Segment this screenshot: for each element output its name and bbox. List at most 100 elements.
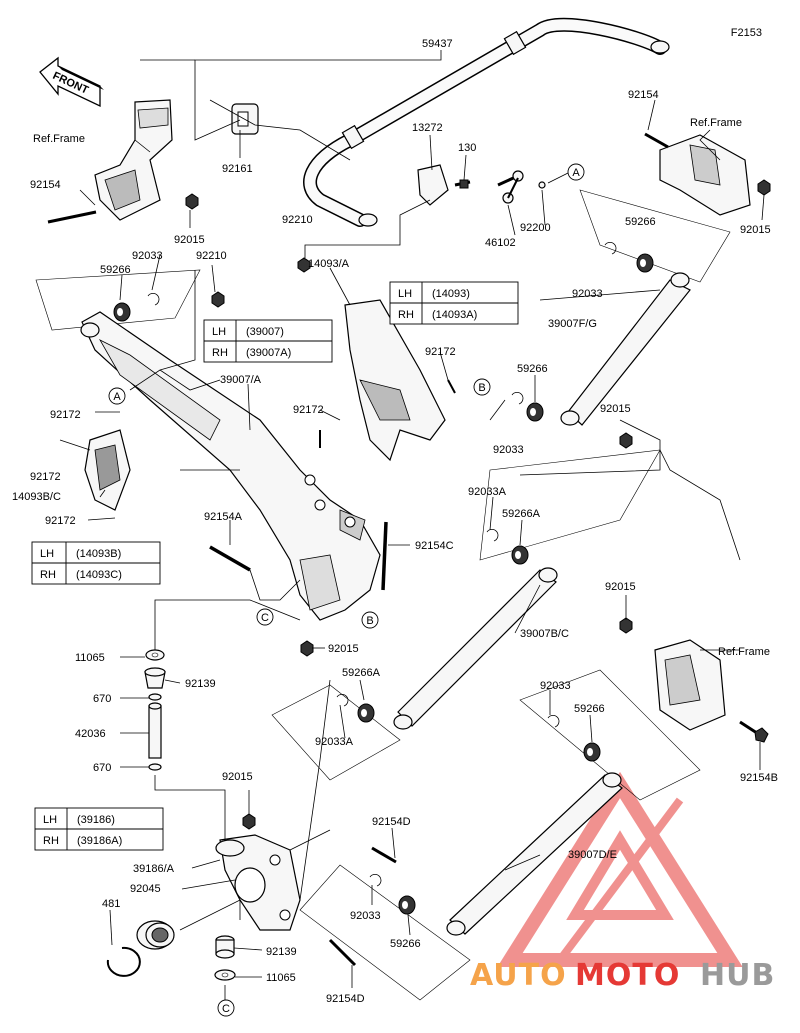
frame-bracket-right-lower	[654, 639, 726, 731]
circlip-481	[106, 946, 141, 977]
label-92210-left: 92210	[196, 250, 227, 262]
marker-b-right: B	[361, 611, 379, 629]
label-92033a-top: 92033A	[468, 486, 507, 498]
bolt-92154-top	[644, 132, 669, 149]
t39007-r1-c0: RH	[212, 347, 228, 359]
label-92154-top: 92154	[628, 89, 659, 101]
label-92172-mid1: 92172	[425, 346, 456, 358]
marker-a-top: A	[567, 163, 585, 181]
label-92154d-bot: 92154D	[326, 993, 365, 1005]
nut-92210-upper	[297, 257, 311, 273]
bushing-59266a-top	[511, 545, 529, 565]
label-92172-mid2: 92172	[293, 404, 324, 416]
label-92172-c: 92172	[45, 515, 76, 527]
label-14093bc: 14093B/C	[12, 491, 61, 503]
bolt-130	[454, 179, 471, 189]
label-39007a: 39007/A	[220, 374, 262, 386]
label-13272: 13272	[412, 122, 443, 134]
trailing-arm-39007	[80, 311, 381, 621]
label-92033-k: 92033	[350, 910, 381, 922]
label-92154b: 92154B	[740, 772, 778, 784]
t39007-r1-c1: (39007A)	[246, 347, 291, 359]
callout-plane-rb	[519, 669, 701, 801]
marker-b-mid: B	[473, 378, 491, 396]
table-39186: LH (39186) RH (39186A)	[34, 807, 164, 851]
label-92033a-bot: 92033A	[315, 736, 354, 748]
washer-11065-bot	[214, 969, 236, 981]
table-14093: LH (14093) RH (14093A)	[389, 281, 519, 325]
arm-39007fg	[560, 272, 691, 426]
label-59266-tr: 59266	[625, 216, 656, 228]
bolt-92154-left	[47, 210, 97, 224]
circlip-92033-tr	[604, 241, 617, 255]
t14093bc-r1-c0: RH	[40, 569, 56, 581]
nut-92015-c	[300, 640, 314, 657]
label-39007de: 39007D/E	[568, 849, 617, 861]
marker-b-right-text: B	[366, 615, 373, 627]
label-92045: 92045	[130, 883, 161, 895]
label-refframe-right: Ref.Frame	[718, 646, 770, 658]
bolt-92154a	[209, 545, 251, 572]
nut-92210-left	[211, 291, 225, 308]
label-92154d-top: 92154D	[372, 816, 411, 828]
label-92172-a: 92172	[50, 409, 81, 421]
bolt-92154d-bot	[328, 938, 357, 967]
t39186-r0-c1: (39186)	[77, 814, 115, 826]
t39007-r0-c1: (39007)	[246, 326, 284, 338]
t39186-r0-c0: LH	[43, 814, 57, 826]
label-92015-c: 92015	[328, 643, 359, 655]
label-92015-left: 92015	[174, 234, 205, 246]
label-92154-left: 92154	[30, 179, 61, 191]
watermark-text: AUTO MOTO HUB	[470, 958, 774, 993]
t14093-r0-c0: LH	[398, 288, 412, 300]
bracket-13272	[417, 164, 449, 206]
marker-c-bot-text: C	[222, 1003, 230, 1015]
nut-92015-k	[242, 813, 256, 830]
skid-plate-14093	[344, 299, 446, 462]
label-46102: 46102	[485, 237, 516, 249]
label-92200: 92200	[520, 222, 551, 234]
t39186-r1-c0: RH	[43, 835, 59, 847]
t14093bc-r0-c0: LH	[40, 548, 54, 560]
t39186-r1-c1: (39186A)	[77, 835, 122, 847]
t14093-r1-c1: (14093A)	[432, 309, 477, 321]
callout-plane-mid	[479, 449, 661, 561]
bushing-59266-left	[113, 302, 131, 322]
label-refframe-top: Ref.Frame	[690, 117, 742, 129]
circlip-92033-k	[369, 873, 382, 887]
marker-b-mid-text: B	[478, 382, 485, 394]
label-59266-k: 59266	[390, 938, 421, 950]
knuckle-39186	[215, 834, 301, 931]
marker-a-left: A	[108, 387, 126, 405]
label-92154c: 92154C	[415, 540, 454, 552]
label-92033-rb: 92033	[540, 680, 571, 692]
bushing-59266-b	[526, 402, 544, 422]
guard-14093bc	[84, 429, 131, 511]
label-11065-top: 11065	[75, 652, 105, 664]
circlip-92033-left	[147, 292, 160, 306]
arm-39007de	[446, 772, 623, 936]
label-92210-mid: 92210	[282, 214, 313, 226]
t39007-r0-c0: LH	[212, 326, 226, 338]
nut-92015-r	[619, 617, 633, 634]
label-92154a: 92154A	[204, 511, 243, 523]
label-92172-b: 92172	[30, 471, 61, 483]
stabilizer-bar	[303, 17, 670, 227]
circlip-92033-rb	[547, 714, 560, 728]
figure-code: F2153	[731, 27, 762, 39]
bolt-92172-mid1	[447, 379, 456, 394]
frame-bracket-right	[659, 134, 751, 216]
label-92015-k: 92015	[222, 771, 253, 783]
callout-labels: 59437 13272 130 92154 Ref.Frame Ref.Fram…	[12, 38, 778, 1005]
table-39007: LH (39007) RH (39007A)	[203, 319, 333, 363]
bolt-92154d-top	[371, 846, 397, 864]
bushing-59266a-bot	[357, 703, 375, 723]
bolt-head-92154b	[754, 727, 769, 743]
marker-a-top-text: A	[572, 167, 580, 179]
marker-c-top: C	[256, 608, 274, 626]
label-92015-tr: 92015	[740, 224, 771, 236]
label-14093a: 14093/A	[308, 258, 350, 270]
label-39186: 39186/A	[133, 863, 175, 875]
marker-c-bot: C	[217, 999, 235, 1017]
label-59266-left: 59266	[100, 264, 131, 276]
